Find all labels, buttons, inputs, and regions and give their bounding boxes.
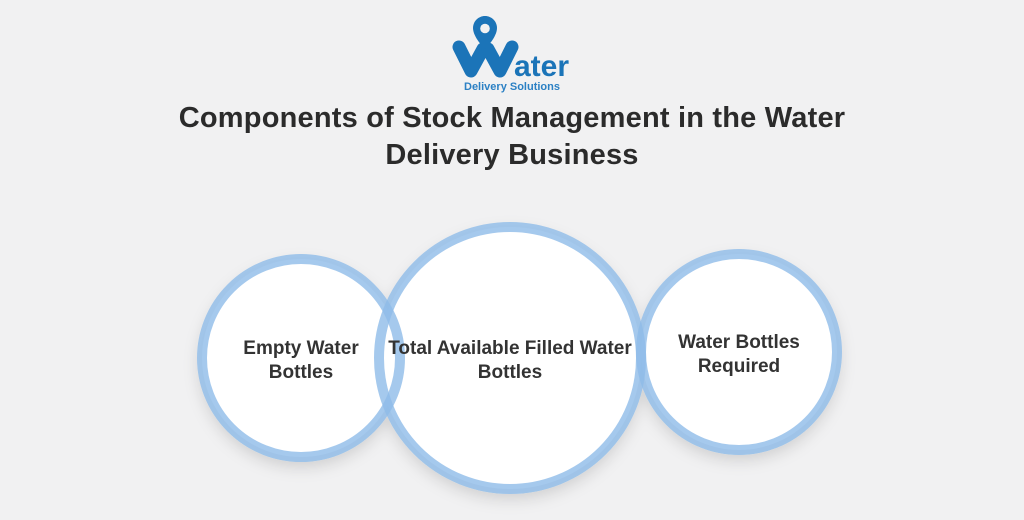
circle-empty-bottles-ring [197, 254, 405, 462]
node-label-total-available-filled-water-bottles: Total Available Filled Water Bottles [388, 338, 632, 383]
circle-required-bottles-fill [641, 254, 837, 450]
page-title-line1: Components of Stock Management in the Wa… [178, 102, 846, 134]
circle-required-bottles-ring [636, 249, 842, 455]
circle-available-bottles-fill [379, 227, 641, 489]
circle-empty-bottles-fill [202, 259, 400, 457]
brand-word-rest: ater [514, 50, 569, 83]
node-label-empty-water-bottles: Empty Water Bottles [243, 338, 359, 383]
brand-tagline: Delivery Solutions [464, 81, 560, 93]
location-pin-icon [473, 16, 497, 49]
water-w-graphic [452, 40, 519, 78]
node-label-water-bottles-required: Water Bottles Required [678, 332, 800, 377]
page-title-line2: Delivery Business [385, 139, 639, 171]
brand-logo: ater Delivery Solutions [0, 16, 1024, 94]
brand-logo-graphic: ater Delivery Solutions [452, 16, 569, 93]
page-title: Components of Stock Management in the Wa… [0, 100, 1024, 174]
